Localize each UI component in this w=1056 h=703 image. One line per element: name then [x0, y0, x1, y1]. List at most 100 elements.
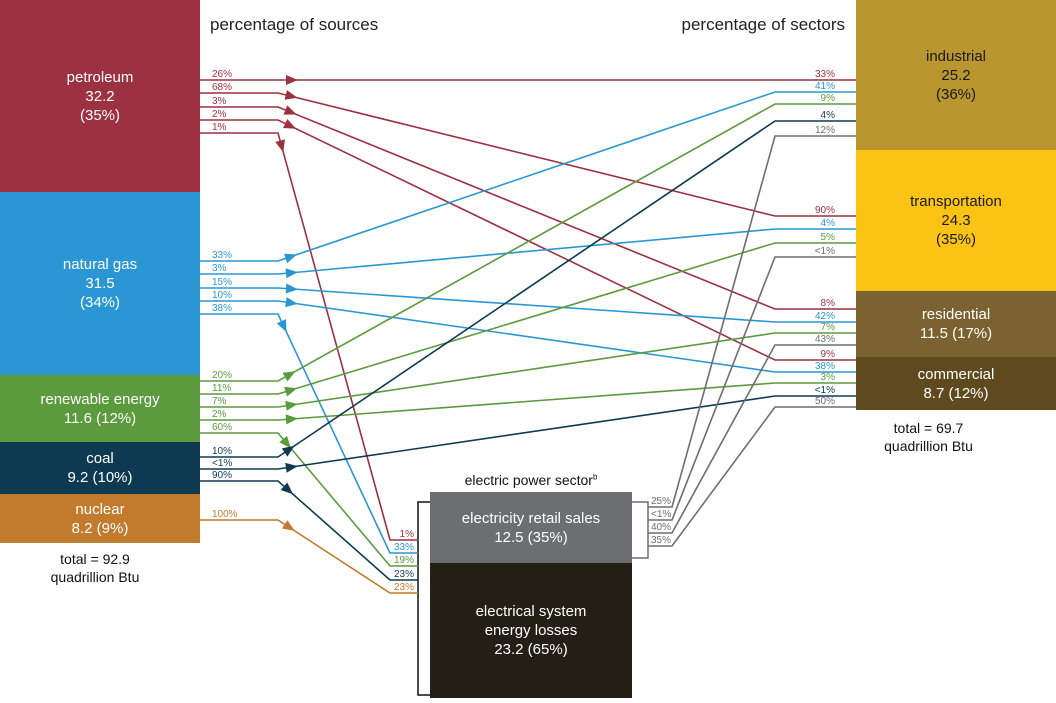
arrow-icon: [281, 445, 295, 457]
source-coal: coal 9.2 (10%): [0, 442, 200, 494]
transportation-value: 24.3: [941, 212, 971, 229]
target-pct-label: 38%: [815, 361, 835, 372]
electric-sector-title: electric power sector: [464, 472, 593, 488]
flow-line-electricity-retail-sales-to-transportation: [648, 256, 856, 521]
source-renewable: renewable energy 11.6 (12%): [0, 375, 200, 442]
flow-line-petroleum-to-transportation: [200, 92, 856, 217]
natural-gas-name: natural gas: [62, 256, 138, 273]
sector-residential: residential 11.5 (17%): [856, 291, 1056, 357]
residential-value: 11.5 (17%): [919, 325, 993, 342]
flow-line-coal-to-commercial: [200, 395, 856, 470]
arrow-icon: [279, 435, 291, 449]
source-pct-label: 10%: [212, 290, 232, 301]
arrow-icon: [281, 520, 295, 531]
target-pct-label: 23%: [394, 582, 414, 593]
source-pct-label: 35%: [651, 535, 671, 546]
petroleum-name: petroleum: [66, 68, 134, 86]
source-pct-label: 40%: [651, 522, 671, 533]
target-pct-label: 90%: [815, 205, 835, 216]
source-pct-label: 2%: [212, 109, 227, 120]
flow-line-electricity-retail-sales-to-residential: [648, 344, 856, 534]
arrow-icon: [276, 319, 287, 333]
sector-transportation: transportation 24.3 (35%): [856, 150, 1056, 291]
sources-total-value: total = 92.9: [60, 551, 130, 567]
arrow-icon: [283, 105, 297, 115]
source-petroleum: petroleum 32.2 (35%): [0, 0, 200, 192]
arrow-icon: [275, 139, 285, 153]
flow-line-natural-gas-to-commercial: [200, 300, 856, 373]
source-pct-label: 3%: [212, 263, 227, 274]
sectors-total-value: total = 69.7: [893, 420, 964, 436]
sectors-total: total = 69.7 quadrillion Btu: [856, 419, 1001, 455]
electricity-retail-sales: electricity retail sales 12.5 (35%): [430, 492, 632, 563]
source-pct-label: 15%: [212, 277, 232, 288]
target-pct-label: 3%: [821, 372, 836, 383]
target-pct-label: 42%: [815, 311, 835, 322]
target-pct-label: 19%: [394, 555, 414, 566]
target-pct-label: 41%: [815, 81, 835, 92]
target-pct-label: <1%: [815, 385, 835, 396]
transportation-name: transportation: [910, 193, 1002, 210]
flow-line-petroleum-to-residential: [200, 106, 856, 310]
source-pct-label: 11%: [212, 383, 231, 394]
source-pct-label: 20%: [212, 370, 232, 381]
sector-commercial: commercial 8.7 (12%): [856, 357, 1056, 410]
target-pct-label: 50%: [815, 396, 835, 407]
source-pct-label: 10%: [212, 446, 232, 457]
electric-output-bracket: [632, 501, 649, 559]
target-pct-label: 8%: [821, 298, 836, 309]
losses-name-1: electrical system: [475, 603, 587, 620]
source-pct-label: 33%: [212, 250, 232, 261]
residential-name: residential: [921, 306, 991, 323]
flow-line-coal-to-electric-power-sector: [200, 480, 418, 581]
flow-line-renewable-to-transportation: [200, 242, 856, 395]
flow-line-petroleum-to-electric-power-sector: [200, 132, 418, 541]
target-pct-label: 43%: [815, 334, 835, 345]
nuclear-value: 8.2 (9%): [71, 519, 129, 537]
source-natural-gas: natural gas 31.5 (34%): [0, 192, 200, 375]
target-pct-label: 4%: [821, 218, 836, 229]
source-pct-label: 38%: [212, 303, 232, 314]
flow-line-natural-gas-to-electric-power-sector: [200, 313, 418, 554]
target-pct-label: <1%: [815, 246, 835, 257]
coal-value: 9.2 (10%): [67, 469, 133, 486]
target-pct-label: 9%: [821, 349, 836, 360]
electric-input-bracket: [417, 501, 430, 696]
target-pct-label: 33%: [815, 69, 835, 80]
target-pct-label: 9%: [821, 93, 836, 104]
arrow-icon: [285, 297, 298, 308]
renewable-name: renewable energy: [40, 390, 160, 408]
source-pct-label: <1%: [651, 509, 671, 520]
source-pct-label: 7%: [212, 396, 227, 407]
commercial-value: 8.7 (12%): [923, 384, 989, 402]
arrow-icon: [285, 268, 298, 279]
flow-line-petroleum-to-commercial: [200, 119, 856, 361]
arrow-icon: [284, 90, 298, 100]
source-pct-label: 60%: [212, 422, 232, 433]
losses-name-2: energy losses: [484, 622, 578, 639]
sources-total-unit: quadrillion Btu: [50, 569, 140, 585]
source-pct-label: 26%: [212, 69, 232, 80]
source-pct-label: 100%: [212, 509, 238, 520]
sources-total: total = 92.9 quadrillion Btu: [0, 550, 190, 586]
target-pct-label: 23%: [394, 569, 414, 580]
petroleum-value: 32.2: [85, 87, 115, 105]
flow-line-coal-to-industrial: [200, 120, 856, 458]
arrow-icon: [283, 118, 297, 129]
arrow-icon: [286, 75, 298, 85]
source-pct-label: 1%: [212, 122, 227, 133]
industrial-name: industrial: [925, 47, 987, 65]
flow-line-renewable-to-commercial: [200, 382, 856, 421]
flow-line-renewable-to-residential: [200, 332, 856, 408]
target-pct-label: 7%: [821, 322, 836, 333]
arrow-icon: [283, 253, 297, 264]
target-pct-label: 12%: [815, 125, 835, 136]
flow-line-nuclear-to-electric-power-sector: [200, 519, 418, 594]
arrow-icon: [285, 400, 298, 411]
arrow-icon: [284, 386, 298, 397]
source-pct-label: 68%: [212, 82, 232, 93]
losses-value: 23.2 (65%): [494, 641, 568, 658]
industrial-value: 25.2: [941, 66, 971, 84]
arrow-icon: [280, 482, 293, 495]
